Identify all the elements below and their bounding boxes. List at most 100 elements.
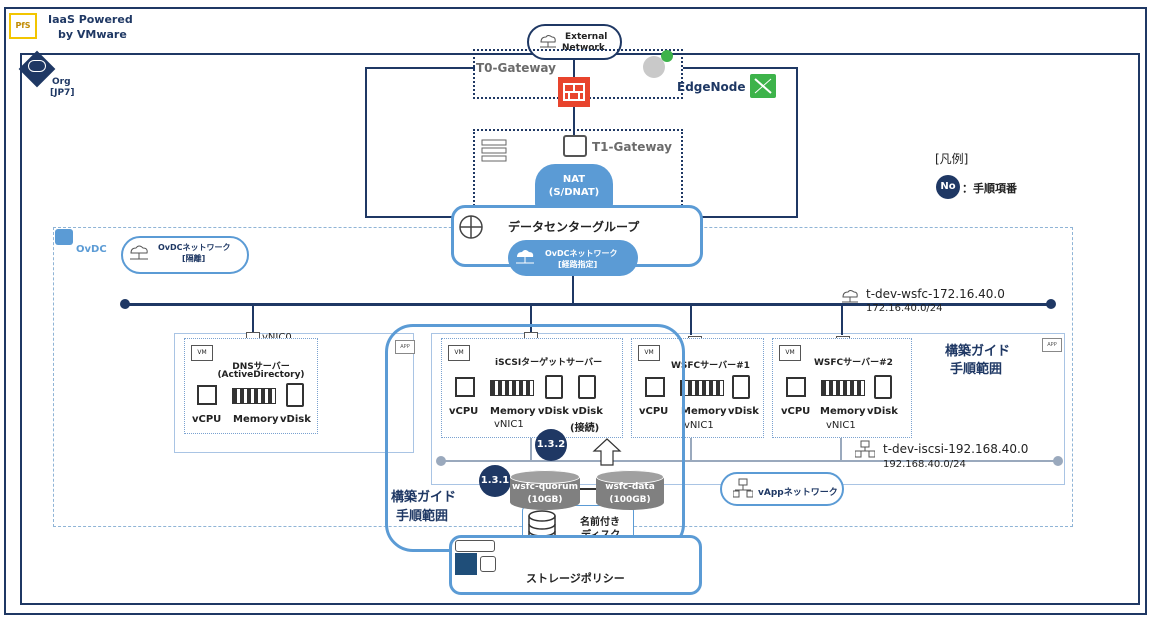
- ovdc-network-routed-label-1: OvDCネットワーク: [545, 249, 618, 258]
- brand-text-2: by VMware: [58, 28, 127, 41]
- wsfc2-server-name: WSFCサーバー#2: [814, 358, 893, 368]
- network-iscsi-cidr: 192.168.40.0/24: [883, 459, 966, 470]
- disk-icon-wsfc2: [874, 375, 892, 399]
- app-tag-wsfc: APP: [1042, 338, 1062, 352]
- ovdc-network-isolated-label-2: [隔離]: [182, 254, 206, 263]
- ovdc-network-isolated-label-1: OvDCネットワーク: [158, 243, 231, 252]
- memory-icon-wsfc2: [821, 380, 865, 396]
- memory-icon-iscsi: [490, 380, 534, 396]
- vm-tag-iscsi: VM: [448, 345, 470, 361]
- wsfc1-vcpu-label: vCPU: [639, 406, 669, 417]
- vm-tag-wsfc1: VM: [638, 345, 660, 361]
- disk-icon-wsfc1: [732, 375, 750, 399]
- disk-data-size: (100GB): [609, 495, 651, 505]
- disk-link: [580, 488, 596, 490]
- iscsi-vnic1-label: vNIC1: [494, 419, 524, 430]
- wsfc1-vnic1-label: vNIC1: [684, 420, 714, 431]
- network-iscsi-name: t-dev-iscsi-192.168.40.0: [883, 442, 1029, 456]
- scope-guide-left-1: 構築ガイド: [391, 490, 457, 505]
- memory-icon-wsfc1: [680, 380, 724, 396]
- disk-icon-dns: [286, 383, 304, 407]
- datacenter-group-icon: [458, 214, 484, 240]
- vapp-network: [720, 472, 844, 506]
- distributed-switch-icon: [480, 137, 508, 163]
- nat-label-2: (S/DNAT): [548, 187, 600, 198]
- network-iscsi-icon: [854, 440, 876, 458]
- connector-fw-t1: [573, 107, 575, 143]
- nat-label-1: NAT: [562, 174, 586, 185]
- vm-tag-wsfc2: VM: [779, 345, 801, 361]
- dns-vcpu-label: vCPU: [192, 414, 222, 425]
- cpu-icon-wsfc1: [645, 377, 665, 397]
- disk-data-top: [596, 470, 664, 484]
- iscsi-vnic0-line: [530, 305, 532, 335]
- legend-badge: No: [936, 175, 960, 199]
- iscsi-vdisk-connect-2: (接続): [570, 423, 600, 434]
- connector-left-top: [365, 67, 475, 69]
- status-ok-icon: [661, 50, 673, 62]
- external-network-label-1: External: [565, 32, 608, 42]
- iscsi-vdisk-connect-1: vDisk: [572, 406, 603, 417]
- bus-end-left: [120, 299, 130, 309]
- network-wsfc-icon: [840, 288, 860, 303]
- legend-desc: ：手順項番: [962, 182, 1017, 195]
- iscsi-memory-label: Memory: [490, 406, 536, 417]
- wsfc2-vnic1-drop: [840, 438, 842, 461]
- org-region: [JP7]: [50, 88, 75, 98]
- vapp-network-label: vAppネットワーク: [758, 488, 838, 498]
- wsfc2-vnic0-line: [841, 305, 843, 335]
- brand-text-1: IaaS Powered: [48, 13, 133, 26]
- disk-icon-iscsi-2: [578, 375, 596, 399]
- dns-vnic0-line: [252, 305, 254, 335]
- vm-tag-dns: VM: [191, 345, 213, 361]
- wsfc1-vnic0-line: [690, 305, 692, 335]
- disk-icon-iscsi-1: [545, 375, 563, 399]
- network-wsfc-cidr: 172.16.40.0/24: [866, 303, 943, 314]
- dns-vdisk-label: vDisk: [280, 414, 311, 425]
- router-icon: [643, 56, 665, 78]
- bus-iscsi-end-right: [1053, 456, 1063, 466]
- dns-server-name-1: DNSサーバー: [232, 362, 290, 372]
- wsfc2-vnic1-label: vNIC1: [826, 420, 856, 431]
- scope-guide-right-2: 手順範囲: [950, 362, 1003, 377]
- network-bus-wsfc: [125, 303, 1052, 306]
- step-badge-132: 1.3.2: [535, 429, 567, 461]
- ovdc-network-isolated-icon: [128, 243, 150, 261]
- network-bus-iscsi: [441, 460, 1057, 462]
- edge-node-label: EdgeNode: [677, 80, 746, 94]
- storage-policy-label: ストレージポリシー: [526, 572, 625, 585]
- t1-gateway-label: T1-Gateway: [592, 140, 672, 154]
- cpu-icon-iscsi: [455, 377, 475, 397]
- dns-vnic0-label: vNIC0: [262, 332, 292, 343]
- step-badge-131: 1.3.1: [479, 465, 511, 497]
- org-title: Org: [52, 77, 71, 87]
- disk-data-name: wsfc-data: [605, 482, 655, 492]
- org-cloud-icon: [28, 60, 46, 72]
- bus-iscsi-end-left: [436, 456, 446, 466]
- connector-right-top: [683, 67, 798, 69]
- network-wsfc-name: t-dev-wsfc-172.16.40.0: [866, 287, 1005, 301]
- iscsi-server-name: iSCSIターゲットサーバー: [495, 358, 603, 368]
- t0-gateway-label: T0-Gateway: [476, 61, 556, 75]
- storage-icon-3: [480, 556, 496, 572]
- edge-node-icon: [750, 74, 776, 98]
- connector-ext-t0: [573, 60, 575, 77]
- ovdc-network-routed: [508, 240, 638, 276]
- ovdc-network-routed-icon: [514, 248, 536, 264]
- memory-icon-dns: [232, 388, 276, 404]
- bus-end-right: [1046, 299, 1056, 309]
- dns-memory-label: Memory: [233, 414, 279, 425]
- t1-router-icon: [563, 135, 587, 157]
- connect-arrow: [592, 437, 622, 467]
- ovdc-label: OvDC: [76, 244, 107, 255]
- nat-badge: [535, 164, 613, 208]
- wsfc1-memory-label: Memory: [681, 406, 727, 417]
- storage-icon-1: [455, 540, 495, 552]
- wsfc1-vnic1-drop: [690, 438, 692, 461]
- firewall-icon: [558, 77, 590, 107]
- named-disk-label-1: 名前付き: [580, 517, 620, 528]
- legend-title: [凡例]: [935, 152, 969, 166]
- ovdc-icon: [55, 229, 73, 245]
- connector-right-bottom: [700, 216, 798, 218]
- external-network-label-2: Network: [562, 43, 605, 53]
